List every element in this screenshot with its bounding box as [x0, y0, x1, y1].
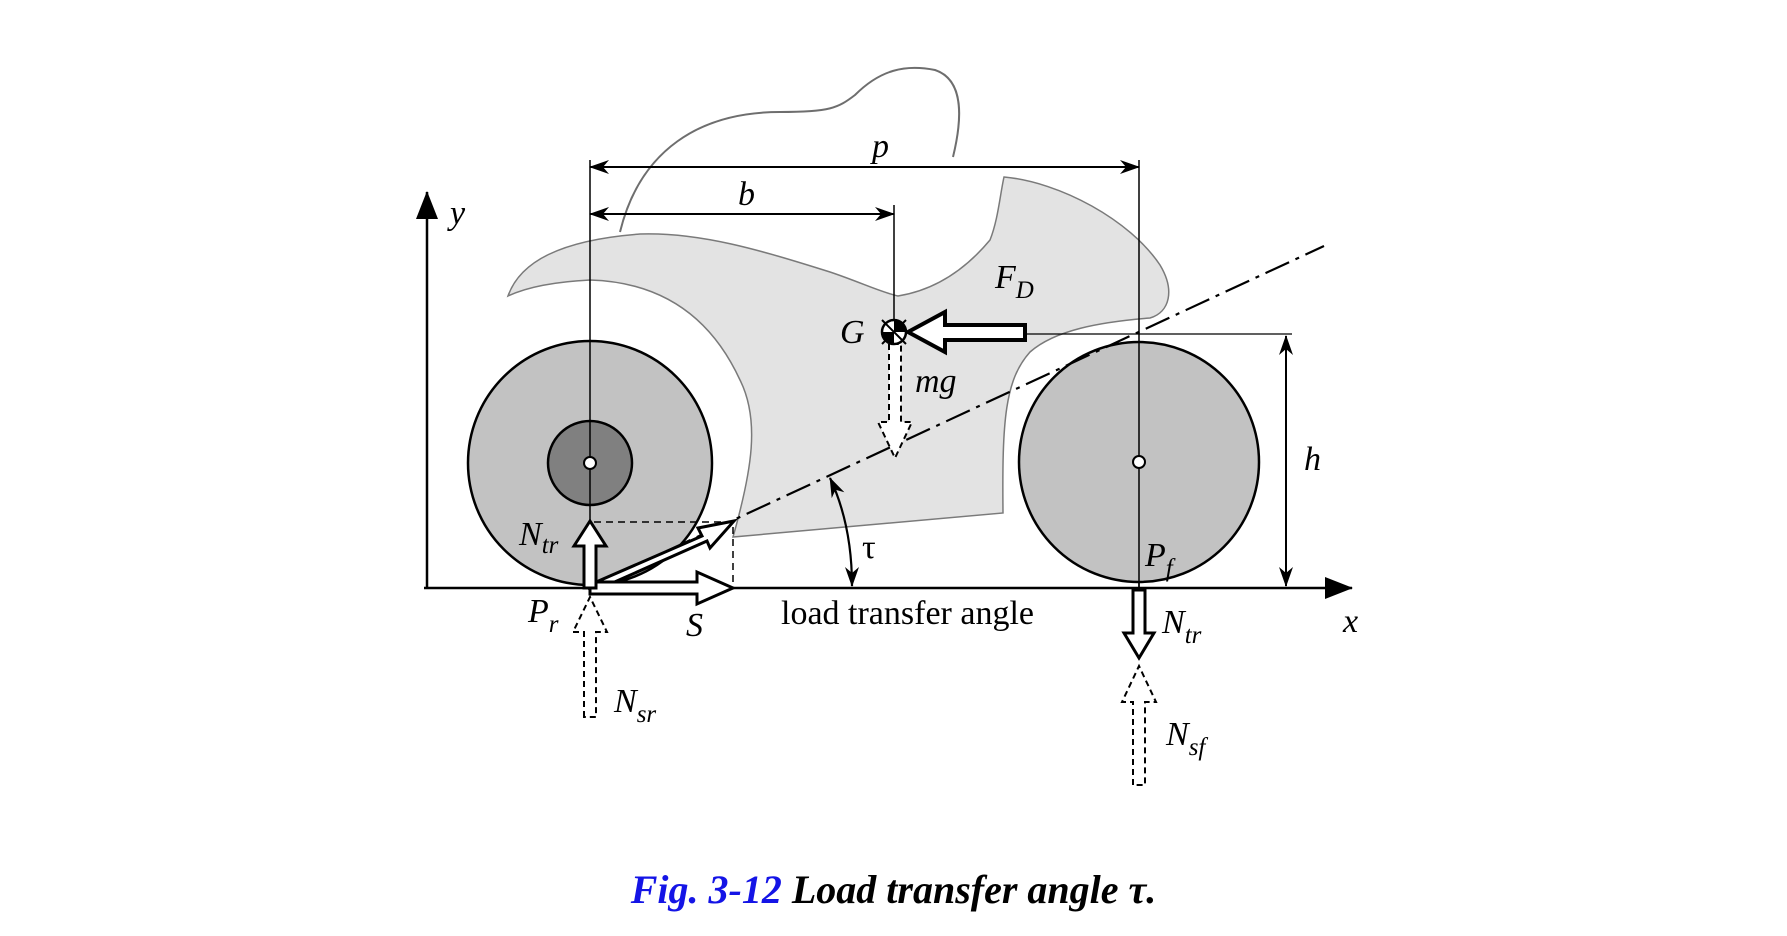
- front-static-load-label: Nsf: [1165, 716, 1208, 761]
- tau-label: τ: [862, 529, 876, 566]
- figure-caption: Fig. 3-12 Load transfer angle τ.: [0, 866, 1787, 913]
- thrust-arrow: [588, 569, 737, 607]
- front-contact-label: Pf: [1144, 537, 1176, 582]
- front-load-transfer-arrow: [1121, 588, 1157, 661]
- rear-static-load-label: Nsr: [613, 683, 656, 728]
- rear-contact-label: Pr: [527, 593, 559, 638]
- weight-label: mg: [915, 363, 957, 400]
- rear-load-transfer-arrow: [571, 518, 609, 590]
- front-load-transfer-label: Ntr: [1161, 604, 1202, 649]
- front-static-load-arrow: [1120, 663, 1158, 786]
- rider-outline: [619, 66, 961, 233]
- cg-horizontal-label: b: [738, 176, 755, 213]
- rear-load-transfer-label: Ntr: [518, 516, 559, 559]
- y-axis-label: y: [447, 195, 466, 232]
- front-axle-point: [1132, 455, 1146, 469]
- cg-height-label: h: [1304, 441, 1321, 478]
- center-of-gravity-symbol: [880, 318, 908, 346]
- drag-force-arrow: [903, 308, 1027, 356]
- figure-number: Fig. 3-12: [630, 867, 782, 912]
- tau-angle-arc: [829, 477, 859, 587]
- thrust-label: S: [686, 607, 703, 644]
- x-axis-label: x: [1342, 603, 1358, 640]
- rear-axle-point: [583, 456, 597, 470]
- figure-caption-text: Load transfer angle τ.: [791, 867, 1157, 912]
- wheelbase-label: p: [870, 128, 889, 165]
- load-transfer-angle-label: load transfer angle: [781, 595, 1034, 632]
- weight-arrow: [876, 343, 914, 461]
- rear-static-load-arrow: [571, 594, 609, 718]
- drag-force-label: FD: [994, 259, 1034, 304]
- cg-label: G: [840, 314, 865, 351]
- motorcycle-body: [506, 176, 1170, 538]
